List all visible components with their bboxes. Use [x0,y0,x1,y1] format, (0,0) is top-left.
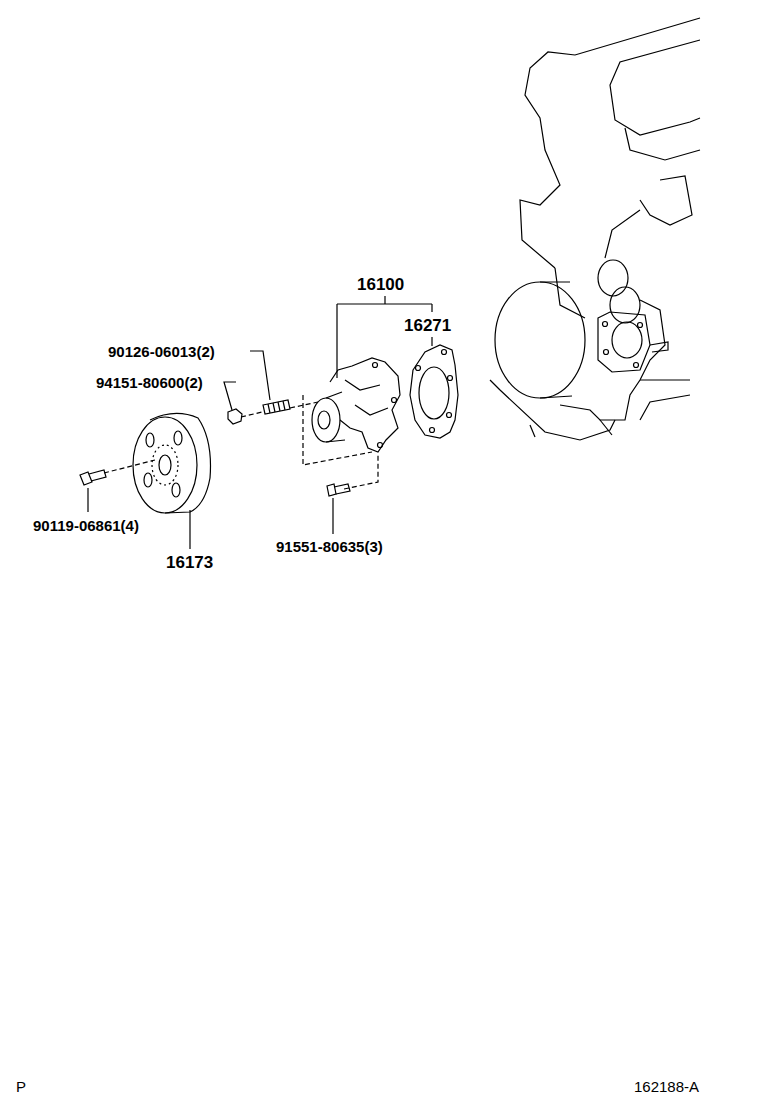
bolt [80,470,106,485]
stud-bolt [263,400,290,414]
figure-number: 162188-A [634,1079,699,1094]
page-mark: P [16,1079,26,1094]
pulley [133,413,211,513]
gasket [410,345,458,438]
part-number: 94151-80600(2) [96,375,203,390]
part-number: 16173 [166,554,213,571]
engine-outline [490,18,700,440]
part-number: 90126-06013(2) [108,344,215,359]
nut [228,409,242,424]
assembly-guide [104,395,378,489]
part-number: 91551-80635(3) [276,539,383,554]
leader-lines [88,296,432,549]
water-pump [312,358,400,452]
part-number: 90119-06861(4) [33,518,139,533]
bolt [327,484,350,496]
assembly-number: 16100 [357,276,404,293]
part-number: 16271 [404,317,451,334]
